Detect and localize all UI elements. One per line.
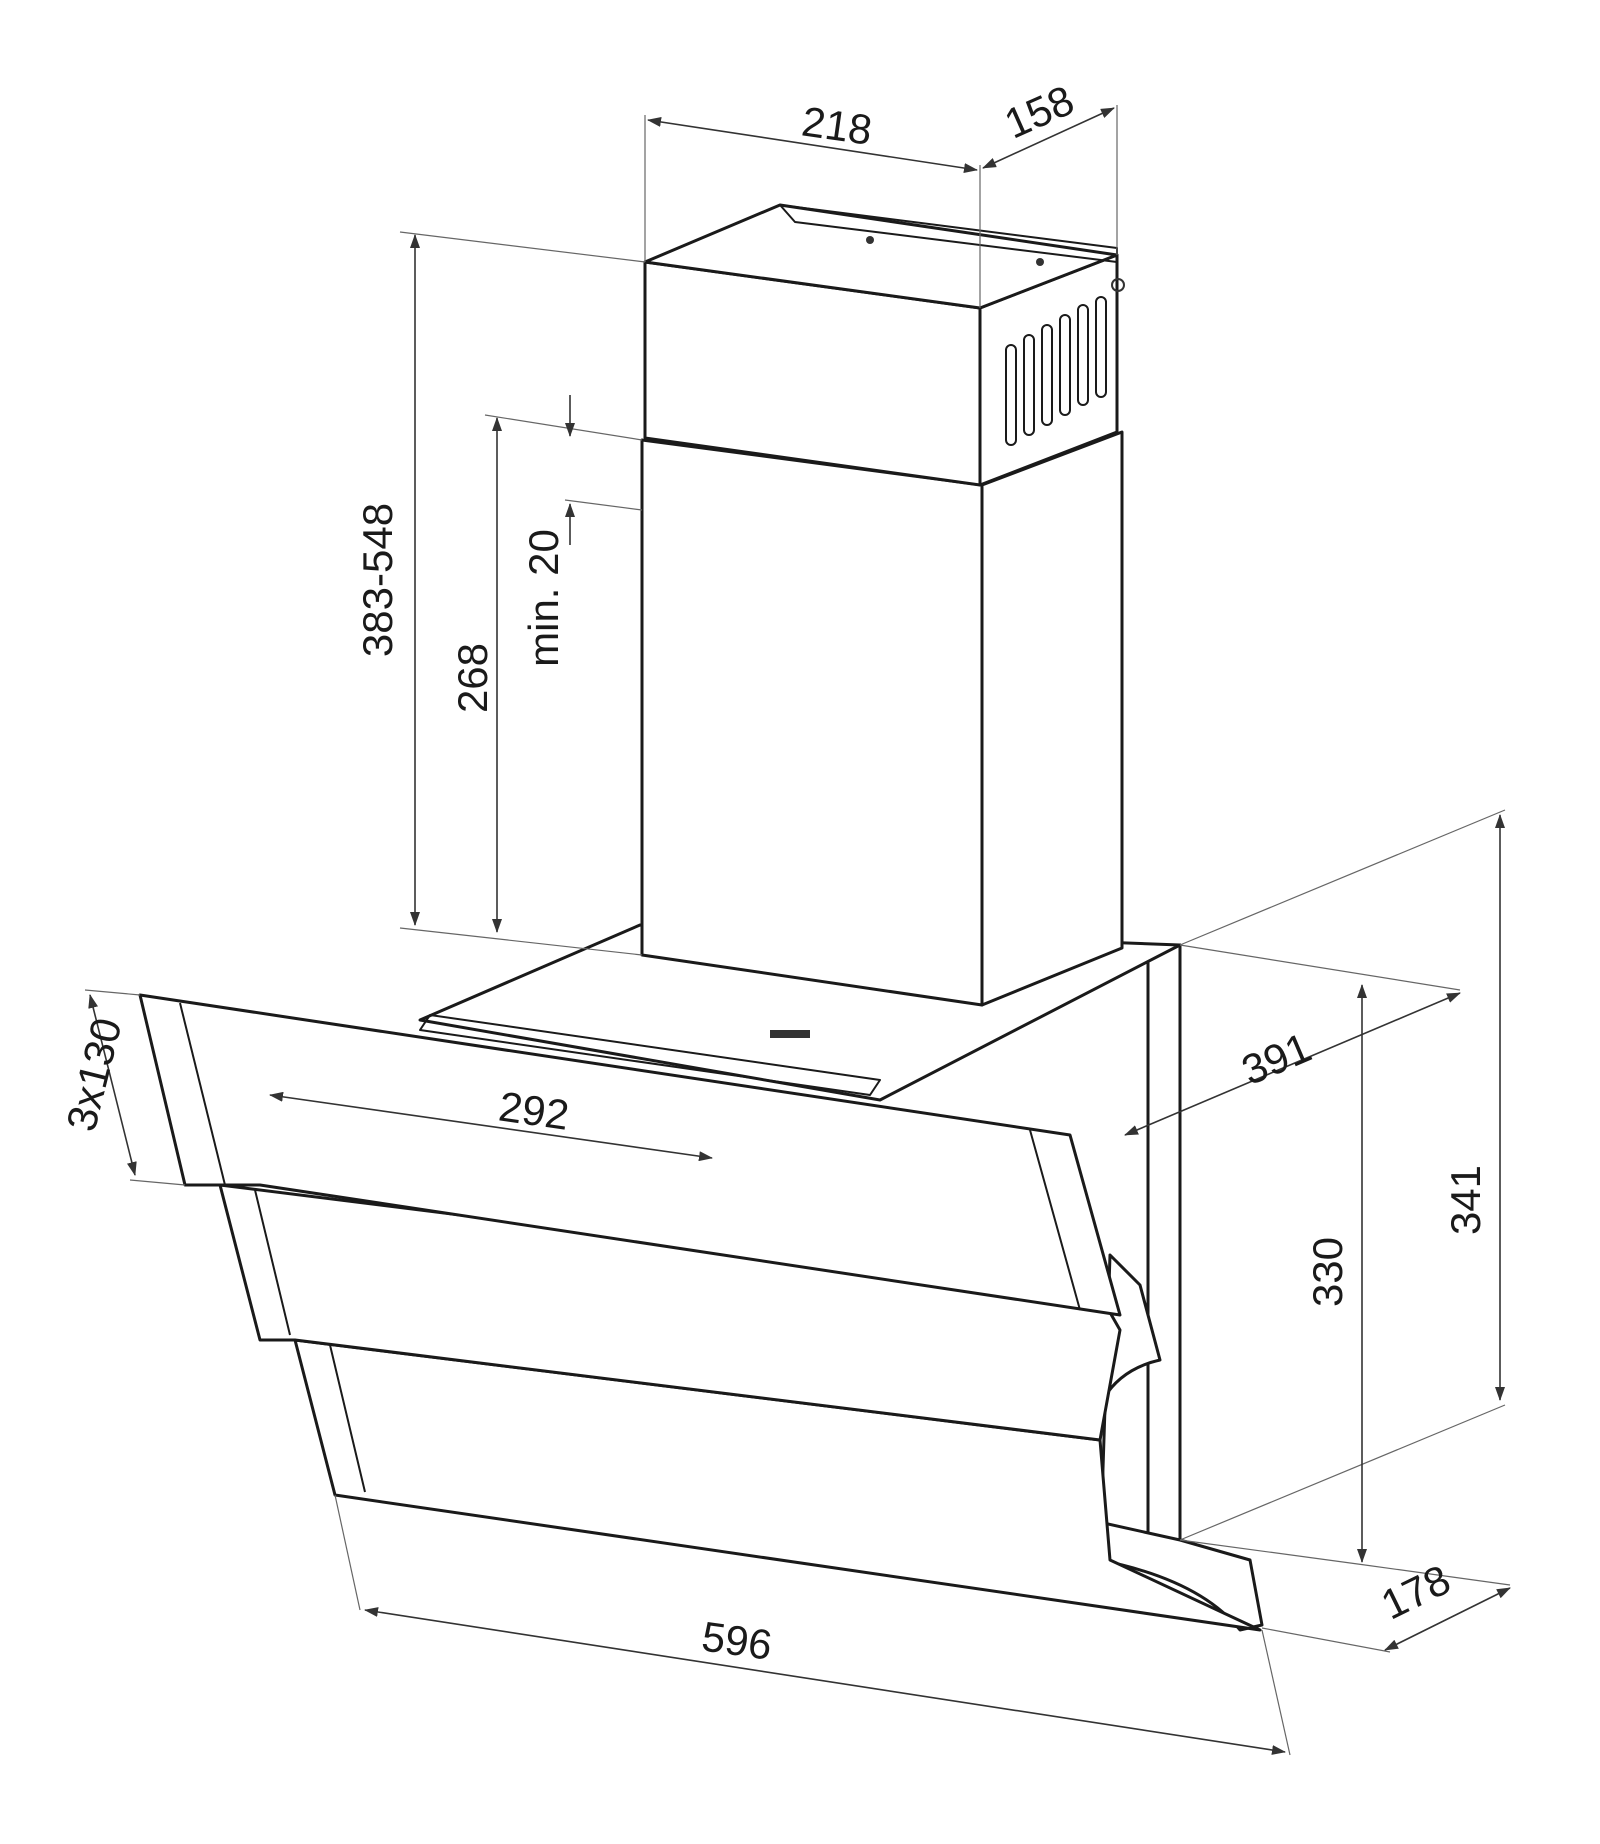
screw-hole-1 — [866, 236, 874, 244]
dim-outlet-width: 292 — [496, 1082, 572, 1138]
dimension-lines — [84, 105, 1511, 1756]
dim-base-depth: 178 — [1374, 1555, 1458, 1628]
screw-hole-2 — [1036, 258, 1044, 266]
side-curve-profile — [1084, 1253, 1264, 1632]
screw-hole-3 — [1111, 278, 1125, 292]
dim-chimney-height-range: 383-548 — [354, 503, 401, 657]
side-wall-panel — [1146, 943, 1182, 1550]
dim-total-width: 596 — [699, 1612, 775, 1668]
dim-chimney-lower-height: 268 — [449, 643, 496, 713]
dim-body-height-inner: 330 — [1304, 1237, 1351, 1307]
mounting-bracket — [779, 204, 1118, 263]
dim-overlap-min: min. 20 — [520, 529, 567, 667]
filter-strip — [419, 1014, 881, 1096]
dim-body-height-total: 341 — [1442, 1165, 1489, 1235]
vent-slots — [1005, 296, 1107, 446]
dim-chimney-depth: 158 — [998, 76, 1081, 147]
glass-panels — [138, 993, 1262, 1632]
dimension-labels: 218 158 383-548 268 min. 20 3x130 292 39… — [57, 76, 1489, 1669]
chimney — [640, 203, 1125, 1007]
control-slot — [770, 1030, 810, 1038]
chimney-lower-side — [980, 430, 1124, 1007]
dim-chimney-width: 218 — [799, 97, 875, 153]
chimney-lower-front — [640, 438, 984, 1007]
dim-panel-height: 3x130 — [57, 1013, 130, 1135]
